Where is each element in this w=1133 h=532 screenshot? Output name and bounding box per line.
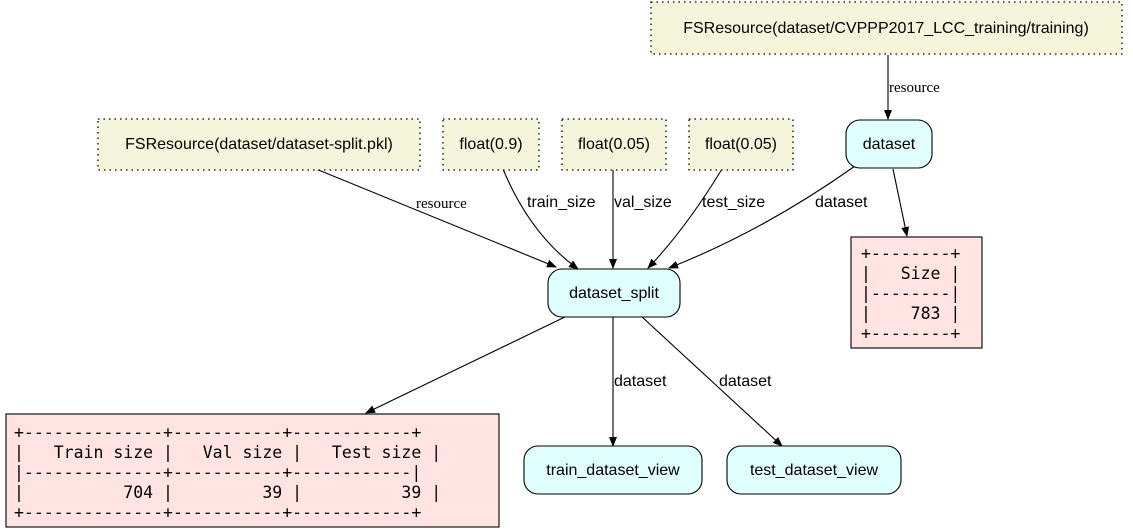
- node-split-resource-label: FSResource(dataset/dataset-split.pkl): [125, 136, 393, 153]
- node-split-resource[interactable]: FSResource(dataset/dataset-split.pkl): [97, 118, 421, 171]
- edge-label-val-size: val_size: [614, 194, 672, 211]
- edge-label-resource-split: resource: [416, 196, 467, 212]
- node-test-dataset-view[interactable]: test_dataset_view: [726, 445, 902, 495]
- split-table-line: | 704 | 39 | 39 |: [14, 483, 441, 502]
- size-table-line: +--------+: [861, 244, 960, 263]
- edge-label-dataset-train-view: dataset: [614, 373, 667, 390]
- node-train-dataset-view[interactable]: train_dataset_view: [523, 445, 703, 495]
- node-training-resource[interactable]: FSResource(dataset/CVPPP2017_LCC_trainin…: [650, 1, 1123, 55]
- node-float-train-size[interactable]: float(0.9): [442, 118, 540, 171]
- edge-split-resource-to-split: resource: [315, 168, 557, 268]
- edge-val-size-to-split: val_size: [609, 169, 672, 269]
- edge-dataset-to-split: dataset: [668, 165, 868, 269]
- split-table-line: |--------------+-----------+------------…: [14, 463, 421, 482]
- edge-label-resource-top: resource: [889, 80, 940, 96]
- edge-label-test-size: test_size: [702, 194, 765, 211]
- node-dataset-label: dataset: [863, 136, 916, 153]
- edge-split-to-split-table: [365, 315, 568, 414]
- node-split-table[interactable]: +--------------+-----------+------------…: [5, 413, 500, 528]
- edge-dataset-to-size-table: [892, 168, 910, 237]
- edge-test-size-to-split: test_size: [647, 168, 765, 269]
- node-dataset-split[interactable]: dataset_split: [547, 268, 681, 318]
- node-float-test-size[interactable]: float(0.05): [688, 118, 794, 171]
- node-dataset-split-label: dataset_split: [569, 285, 659, 302]
- split-table-line: +--------------+-----------+------------…: [14, 503, 421, 522]
- size-table-line: | Size |: [861, 264, 960, 283]
- node-float-train-size-label: float(0.9): [459, 136, 522, 153]
- node-float-val-size[interactable]: float(0.05): [561, 118, 667, 171]
- node-float-test-size-label: float(0.05): [705, 136, 777, 153]
- edge-train-size-to-split: train_size: [502, 168, 596, 270]
- node-float-val-size-label: float(0.05): [578, 136, 650, 153]
- edge-training-to-dataset: resource: [884, 55, 940, 120]
- size-table-line: |--------|: [861, 284, 960, 303]
- edge-split-to-test-view: dataset: [640, 315, 783, 447]
- split-table-line: +--------------+-----------+------------…: [14, 423, 421, 442]
- edge-split-to-train-view: dataset: [609, 317, 667, 447]
- edge-label-dataset-test-view: dataset: [719, 373, 772, 390]
- node-size-table[interactable]: +--------+ | Size | |--------| | 783 | +…: [850, 236, 983, 349]
- split-table-line: | Train size | Val size | Test size |: [14, 443, 441, 462]
- edge-label-train-size: train_size: [527, 194, 596, 211]
- node-training-resource-label: FSResource(dataset/CVPPP2017_LCC_trainin…: [683, 20, 1089, 37]
- node-dataset[interactable]: dataset: [845, 119, 933, 169]
- size-table-line: +--------+: [861, 324, 960, 343]
- node-test-dataset-view-label: test_dataset_view: [750, 462, 879, 479]
- node-train-dataset-view-label: train_dataset_view: [546, 462, 680, 479]
- size-table-line: | 783 |: [861, 304, 960, 323]
- edge-label-dataset-top: dataset: [815, 194, 868, 211]
